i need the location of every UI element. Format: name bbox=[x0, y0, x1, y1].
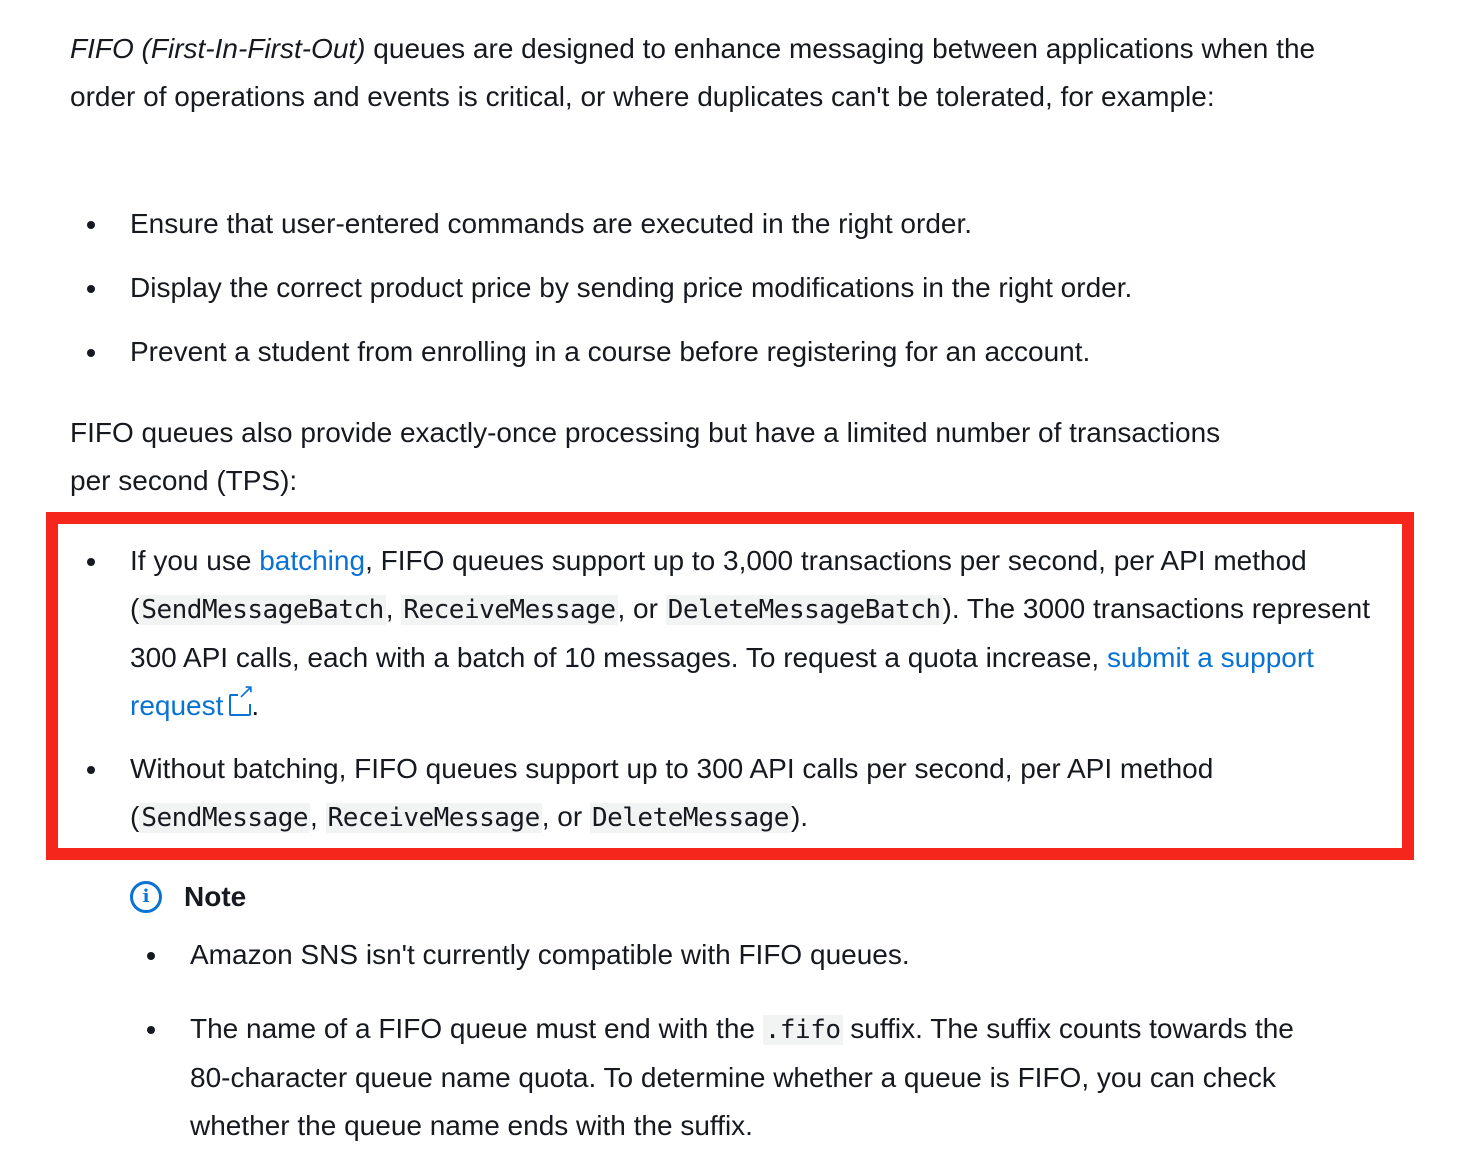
external-link-icon bbox=[229, 680, 255, 716]
list-item-batching: If you use batching, FIFO queues support… bbox=[87, 537, 1380, 730]
intro-paragraph: FIFO (First-In-First-Out) queues are des… bbox=[70, 25, 1380, 121]
text: , or bbox=[617, 593, 666, 624]
text: , or bbox=[541, 801, 590, 832]
text: , bbox=[385, 593, 402, 624]
text: ). bbox=[790, 801, 809, 832]
code-delete-message: DeleteMessage bbox=[589, 803, 791, 833]
list-item: Display the correct product price by sen… bbox=[87, 264, 1380, 312]
batching-link[interactable]: batching bbox=[259, 545, 366, 576]
support-request-label: submit a support request bbox=[130, 642, 1314, 721]
intro-text: queues are designed to enhance messaging… bbox=[70, 33, 1316, 112]
text: . bbox=[251, 690, 260, 721]
text: If you use bbox=[130, 545, 260, 576]
text: suffix. The suffix counts towards the 80… bbox=[190, 1013, 1294, 1141]
code-receive-message: ReceiveMessage bbox=[401, 595, 618, 625]
list-item: Prevent a student from enrolling in a co… bbox=[87, 328, 1380, 376]
list-item-no-batching: Without batching, FIFO queues support up… bbox=[87, 745, 1310, 842]
note-list-item: The name of a FIFO queue must end with t… bbox=[147, 1005, 1310, 1150]
text: , FIFO queues support up to 3,000 transa… bbox=[130, 545, 1307, 624]
highlight-box bbox=[46, 512, 1414, 860]
text: , bbox=[310, 801, 326, 832]
code-delete-message-batch: DeleteMessageBatch bbox=[665, 595, 943, 625]
note-heading: i Note bbox=[130, 873, 246, 921]
text: ). The 3000 transactions represent 300 A… bbox=[130, 593, 1371, 673]
code-fifo-suffix: .fifo bbox=[762, 1015, 843, 1045]
code-send-message-batch: SendMessageBatch bbox=[139, 595, 386, 625]
support-request-link[interactable]: submit a support request bbox=[130, 642, 1314, 721]
text: The name of a FIFO queue must end with t… bbox=[190, 1013, 763, 1044]
list-item: Ensure that user-entered commands are ex… bbox=[87, 200, 1380, 248]
info-icon: i bbox=[130, 881, 162, 913]
tps-paragraph: FIFO queues also provide exactly-once pr… bbox=[70, 417, 1221, 496]
note-list-item: Amazon SNS isn't currently compatible wi… bbox=[147, 931, 1310, 979]
code-send-message: SendMessage bbox=[139, 803, 311, 833]
note-title: Note bbox=[184, 881, 247, 912]
fifo-term: FIFO (First-In-First-Out) bbox=[70, 33, 366, 64]
code-receive-message: ReceiveMessage bbox=[325, 803, 542, 833]
text: Without batching, FIFO queues support up… bbox=[130, 753, 1214, 832]
